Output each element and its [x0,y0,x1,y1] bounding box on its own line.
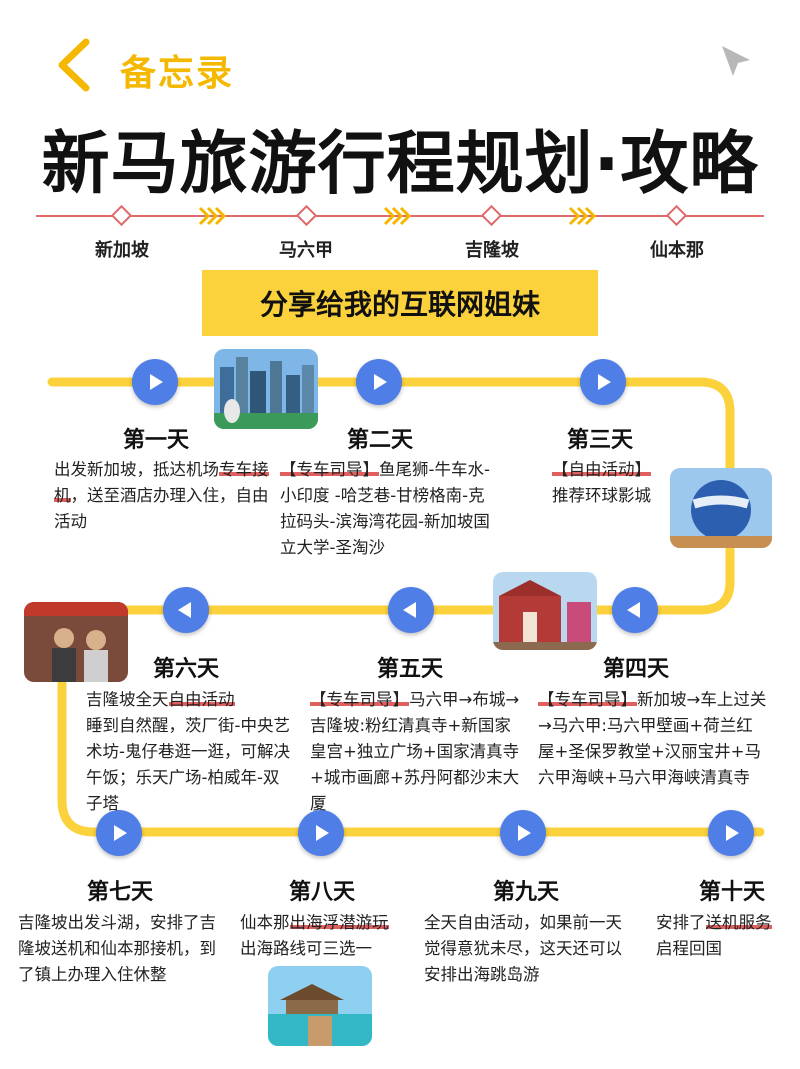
highlight: 【专车司导】 [310,690,409,709]
play-icon [518,825,531,841]
day-10-play-button[interactable] [708,810,754,856]
highlight: 【自由活动】 [552,460,651,479]
kuala-lumpur-street-photo [24,602,128,682]
day-5-play-button[interactable] [388,587,434,633]
semporna-water-villa-photo [268,966,372,1046]
day-1-description: 出发新加坡，抵达机场专车接机，送至酒店办理入住，自由活动 [54,460,269,531]
day-7-play-button[interactable] [96,810,142,856]
highlight: 自由活动 [168,690,235,709]
route-stop-kuala-lumpur: 吉隆坡 [465,240,519,261]
back-label[interactable]: 备忘录 [120,53,235,94]
day-3-play-button[interactable] [580,359,626,405]
rewind-icon [627,602,640,618]
day-2-title: 第二天 [346,428,413,453]
rewind-icon [403,602,416,618]
day-5-description: 【专车司导】马六甲→布城→吉隆坡:粉红清真寺+新国家皇宫+独立广场+国家清真寺+… [310,690,520,813]
day-3-title: 第三天 [566,428,633,453]
highlight: 出海浮潜游玩 [289,913,389,932]
cursor-arrow-icon [718,42,754,82]
highlight: 【专车司导】 [538,690,637,709]
day-6-title: 第六天 [152,657,219,682]
day-9-title: 第九天 [492,880,559,905]
day-3-description: 【自由活动】推荐环球影城 [552,460,651,505]
route-stop-singapore: 新加坡 [95,240,149,261]
play-icon [598,374,611,390]
play-icon [374,374,387,390]
day-5-title: 第五天 [376,657,443,682]
route-stop-semporna: 仙本那 [650,240,704,261]
day-2-play-button[interactable] [356,359,402,405]
share-banner: 分享给我的互联网姐妹 [202,270,598,336]
day-4-play-button[interactable] [612,587,658,633]
day-8-play-button[interactable] [298,810,344,856]
universal-studios-globe-photo [670,468,772,548]
highlight: 【专车司导】 [280,460,379,479]
rewind-icon [178,602,191,618]
day-9-play-button[interactable] [500,810,546,856]
highlight: 送机服务 [705,913,772,932]
day-1-play-button[interactable] [132,359,178,405]
singapore-skyline-photo [214,349,318,429]
play-icon [316,825,329,841]
day-6-description: 吉隆坡全天自由活动睡到自然醒，茨厂街-中央艺术坊-鬼仔巷逛一逛，可解决午饭；乐天… [86,690,290,813]
back-chevron-icon[interactable] [50,36,102,94]
day-7-description: 吉隆坡出发斗湖，安排了吉隆坡送机和仙本那接机，到了镇上办理入住休整 [18,913,216,984]
day-8-title: 第八天 [288,880,355,905]
route-stop-malacca: 马六甲 [279,240,333,261]
play-icon [726,825,739,841]
day-2-description: 【专车司导】鱼尾狮-牛车水-小印度 -哈芝巷-甘榜格南-克拉码头-滨海湾花园-新… [280,460,490,557]
malacca-red-square-photo [493,572,597,650]
page-title: 新马旅游行程规划·攻略 [41,125,759,204]
play-icon [150,374,163,390]
route-line [30,196,770,236]
play-icon [114,825,127,841]
day-1-title: 第一天 [122,428,189,453]
day-8-description: 仙本那出海浮潜游玩出海路线可三选一 [240,913,389,958]
day-9-description: 全天自由活动，如果前一天觉得意犹未尽，这天还可以安排出海跳岛游 [424,913,622,984]
day-10-description: 安排了送机服务启程回国 [656,913,772,958]
day-4-description: 【专车司导】新加坡→车上过关→马六甲:马六甲壁画+荷兰红屋+圣保罗教堂+汉丽宝井… [538,690,767,787]
day-4-title: 第四天 [602,657,669,682]
day-6-play-button[interactable] [163,587,209,633]
day-7-title: 第七天 [86,880,153,905]
day-10-title: 第十天 [698,880,765,905]
